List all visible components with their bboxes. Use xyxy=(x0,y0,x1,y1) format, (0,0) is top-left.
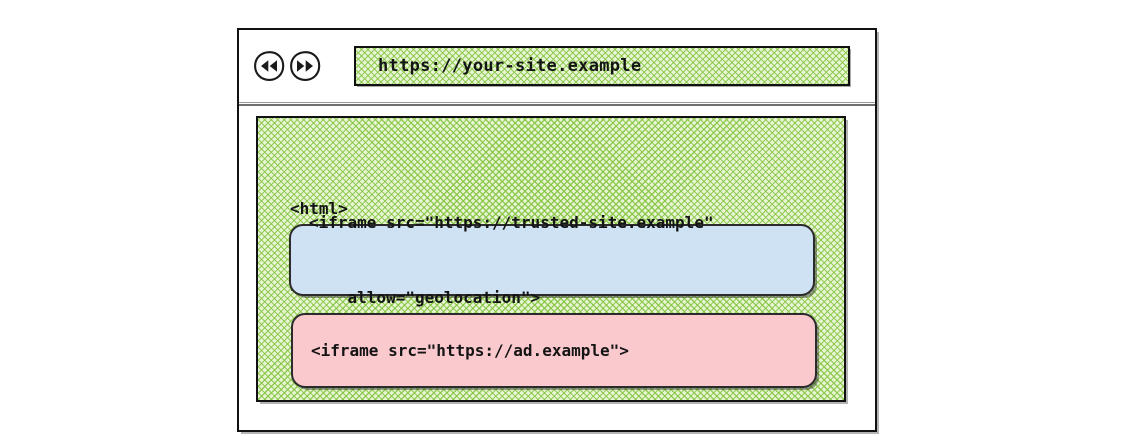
code-line-html-tag: <html> xyxy=(290,199,348,218)
ad-iframe[interactable]: <iframe src="https://ad.example"> xyxy=(291,313,817,388)
ad-iframe-code: <iframe src="https://ad.example"> xyxy=(293,288,629,413)
navigation-controls xyxy=(252,49,322,83)
browser-window: https://your-site.example <html> // your… xyxy=(237,28,877,432)
fast-forward-icon[interactable] xyxy=(288,49,322,83)
rewind-icon[interactable] xyxy=(252,49,286,83)
trusted-site-iframe-code: <iframe src="https://trusted-site.exampl… xyxy=(291,160,714,360)
address-bar-url: https://your-site.example xyxy=(378,56,642,76)
trusted-iframe-allow-line: allow="geolocation"> xyxy=(309,288,541,307)
address-bar[interactable]: https://your-site.example xyxy=(354,46,850,86)
trusted-site-iframe[interactable]: <iframe src="https://trusted-site.exampl… xyxy=(289,213,815,307)
ad-iframe-src-line: <iframe src="https://ad.example"> xyxy=(311,341,629,360)
browser-toolbar: https://your-site.example xyxy=(239,30,875,102)
page-viewport: <html> // your-site.example code <iframe… xyxy=(256,116,846,402)
toolbar-separator xyxy=(239,102,875,106)
trusted-iframe-src-line: <iframe src="https://trusted-site.exampl… xyxy=(309,213,714,232)
